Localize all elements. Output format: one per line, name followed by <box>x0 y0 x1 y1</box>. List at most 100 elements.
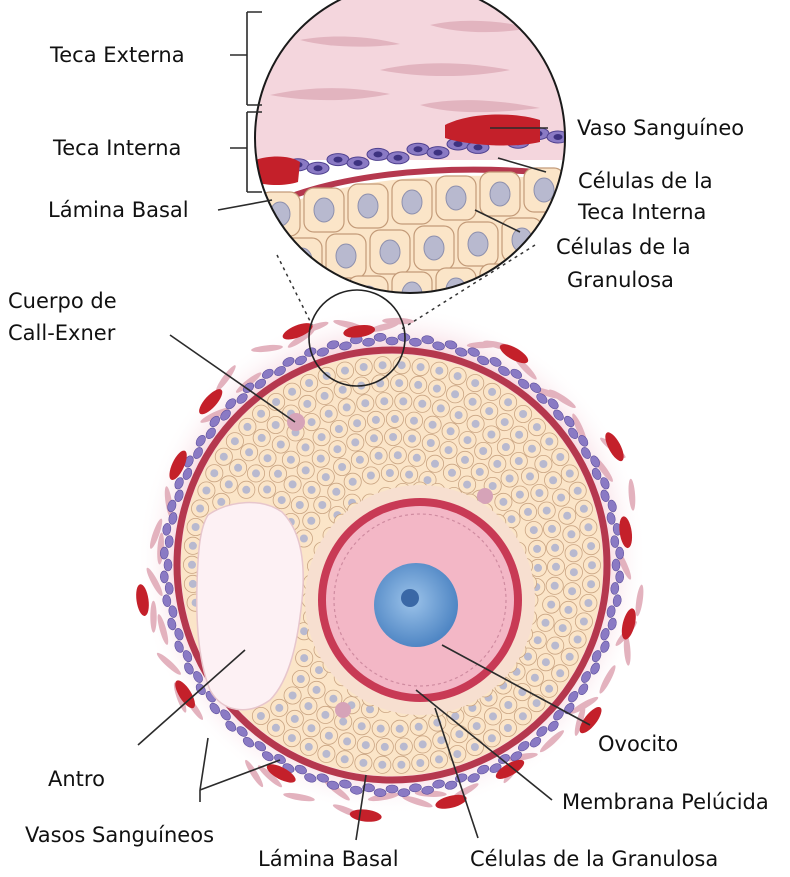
granulosa-nucleus <box>332 488 340 496</box>
granulosa-nucleus <box>257 712 265 720</box>
granulosa-nucleus <box>545 438 553 446</box>
granulosa-nucleus <box>528 445 536 453</box>
granulosa-nucleus <box>217 498 225 506</box>
granulosa-nucleus <box>359 759 367 767</box>
inset-granulosa-cell <box>524 260 564 304</box>
inset-granulosa-nucleus <box>402 282 422 306</box>
granulosa-nucleus <box>499 498 507 506</box>
granulosa-nucleus <box>564 606 572 614</box>
granulosa-nucleus <box>377 725 385 733</box>
granulosa-nucleus <box>189 542 197 550</box>
granulosa-nucleus <box>551 642 559 650</box>
granulosa-nucleus <box>234 464 242 472</box>
granulosa-nucleus <box>476 468 484 476</box>
inset-theca-nucleus <box>374 151 383 157</box>
granulosa-nucleus <box>429 421 437 429</box>
granulosa-nucleus <box>370 434 378 442</box>
granulosa-nucleus <box>563 512 571 520</box>
granulosa-nucleus <box>257 410 265 418</box>
nucleolus <box>401 589 419 607</box>
label-teca-interna: Teca Interna <box>52 136 181 160</box>
granulosa-nucleus <box>453 750 461 758</box>
granulosa-nucleus <box>580 618 588 626</box>
granulosa-nucleus <box>543 507 551 515</box>
granulosa-nucleus <box>570 568 578 576</box>
granulosa-nucleus <box>533 545 541 553</box>
theca-interna-cell <box>386 785 398 793</box>
granulosa-nucleus <box>305 379 313 387</box>
granulosa-nucleus <box>287 456 295 464</box>
granulosa-nucleus <box>338 463 346 471</box>
granulosa-nucleus <box>485 407 493 415</box>
granulosa-nucleus <box>322 750 330 758</box>
granulosa-nucleus <box>526 472 534 480</box>
granulosa-nucleus <box>559 624 567 632</box>
granulosa-nucleus <box>307 517 315 525</box>
granulosa-nucleus <box>516 491 524 499</box>
granulosa-nucleus <box>325 410 333 418</box>
inset-granulosa-nucleus <box>534 270 554 294</box>
oocyte <box>305 485 535 715</box>
granulosa-nucleus <box>289 480 297 488</box>
granulosa-nucleus <box>379 361 387 369</box>
granulosa-nucleus <box>277 441 285 449</box>
granulosa-nucleus <box>437 404 445 412</box>
granulosa-nucleus <box>339 718 347 726</box>
granulosa-nucleus <box>351 438 359 446</box>
granulosa-nucleus <box>317 455 325 463</box>
granulosa-nucleus <box>329 695 337 703</box>
granulosa-nucleus <box>547 601 555 609</box>
granulosa-nucleus <box>567 530 575 538</box>
label-vaso-sanguineo: Vaso Sanguíneo <box>577 116 744 140</box>
granulosa-nucleus <box>463 481 471 489</box>
granulosa-nucleus <box>551 544 559 552</box>
granulosa-nucleus <box>375 452 383 460</box>
granulosa-nucleus <box>455 411 463 419</box>
magnified-inset <box>247 0 586 328</box>
granulosa-nucleus <box>548 525 556 533</box>
granulosa-nucleus <box>551 582 559 590</box>
granulosa-nucleus <box>349 478 357 486</box>
granulosa-nucleus <box>435 755 443 763</box>
inset-granulosa-cells <box>260 168 586 328</box>
inset-theca-nucleus <box>334 157 343 163</box>
granulosa-nucleus <box>302 466 310 474</box>
granulosa-nucleus <box>464 436 472 444</box>
label-celulas-granulosa-bottom: Células de la Granulosa <box>470 847 718 871</box>
label-celulas-granulosa-top-line2: Granulosa <box>567 268 674 292</box>
granulosa-nucleus <box>552 563 560 571</box>
granulosa-nucleus <box>300 535 308 543</box>
granulosa-nucleus <box>343 403 351 411</box>
granulosa-nucleus <box>433 385 441 393</box>
granulosa-nucleus <box>493 460 501 468</box>
granulosa-nucleus <box>321 711 329 719</box>
granulosa-nucleus <box>386 469 394 477</box>
granulosa-nucleus <box>297 675 305 683</box>
granulosa-nucleus <box>419 740 427 748</box>
call-exner-body <box>287 413 305 431</box>
inset-granulosa-nucleus <box>336 244 356 268</box>
granulosa-nucleus <box>288 388 296 396</box>
granulosa-nucleus <box>318 433 326 441</box>
granulosa-nucleus <box>381 743 389 751</box>
granulosa-nucleus <box>533 423 541 431</box>
granulosa-nucleus <box>454 372 462 380</box>
label-celulas-teca-line1: Células de la <box>578 169 713 193</box>
label-ovocito: Ovocito <box>598 732 678 756</box>
granulosa-nucleus <box>469 398 477 406</box>
granulosa-nucleus <box>308 486 316 494</box>
inset-theca-nucleus <box>554 134 563 140</box>
granulosa-nucleus <box>455 730 463 738</box>
granulosa-nucleus <box>445 446 453 454</box>
granulosa-nucleus <box>225 480 233 488</box>
granulosa-nucleus <box>568 587 576 595</box>
granulosa-nucleus <box>461 456 469 464</box>
inset-granulosa-nucleus <box>512 228 532 252</box>
granulosa-nucleus <box>410 417 418 425</box>
granulosa-nucleus <box>291 715 299 723</box>
granulosa-nucleus <box>252 469 260 477</box>
theca-interna-cell <box>164 559 172 571</box>
granulosa-nucleus <box>566 470 574 478</box>
inset-granulosa-nucleus <box>292 248 312 272</box>
